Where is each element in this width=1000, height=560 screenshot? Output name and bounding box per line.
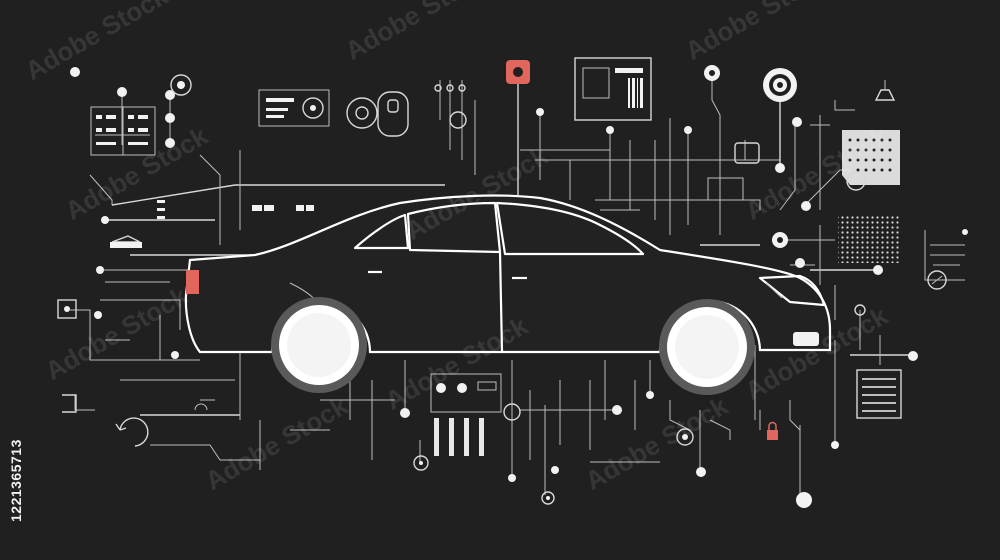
module-icon (57, 299, 77, 319)
lock-icon (767, 421, 778, 440)
car-outline-icon (184, 194, 832, 395)
circuit-lines (70, 75, 965, 500)
chip-icon (90, 106, 156, 156)
steering-wheel-icon (346, 91, 409, 137)
rear-wheel (271, 297, 367, 393)
location-pin-icon (506, 60, 530, 84)
dashboard-panel-icon (258, 89, 330, 127)
document-icon (856, 369, 902, 419)
switch-icon (434, 84, 467, 129)
target-icon (763, 68, 797, 102)
bracket-icon (62, 394, 77, 413)
gauge-icon (170, 74, 192, 96)
stock-id-label: 1221365713 (8, 439, 24, 522)
control-panel-icon (430, 373, 502, 456)
dot-matrix-icon (842, 130, 900, 191)
front-wheel (659, 299, 755, 395)
ring-icon-bottom (413, 403, 812, 508)
battery-icon (707, 142, 760, 201)
lamp-icon (874, 80, 896, 101)
info-dot-icon (704, 65, 720, 81)
circuit-dots (70, 67, 968, 482)
icon-widgets (57, 57, 947, 508)
circuit-node-icon (854, 304, 866, 316)
chip-row-icon (157, 200, 314, 219)
screen-module-icon (574, 57, 652, 121)
connector-icon (194, 403, 208, 411)
refresh-icon (115, 417, 149, 447)
barcode-icon (628, 78, 643, 108)
dot-grid-icon (838, 215, 900, 263)
car-small-icon (110, 235, 142, 248)
clock-icon (772, 232, 788, 248)
arrow-gauge-icon (927, 270, 947, 290)
